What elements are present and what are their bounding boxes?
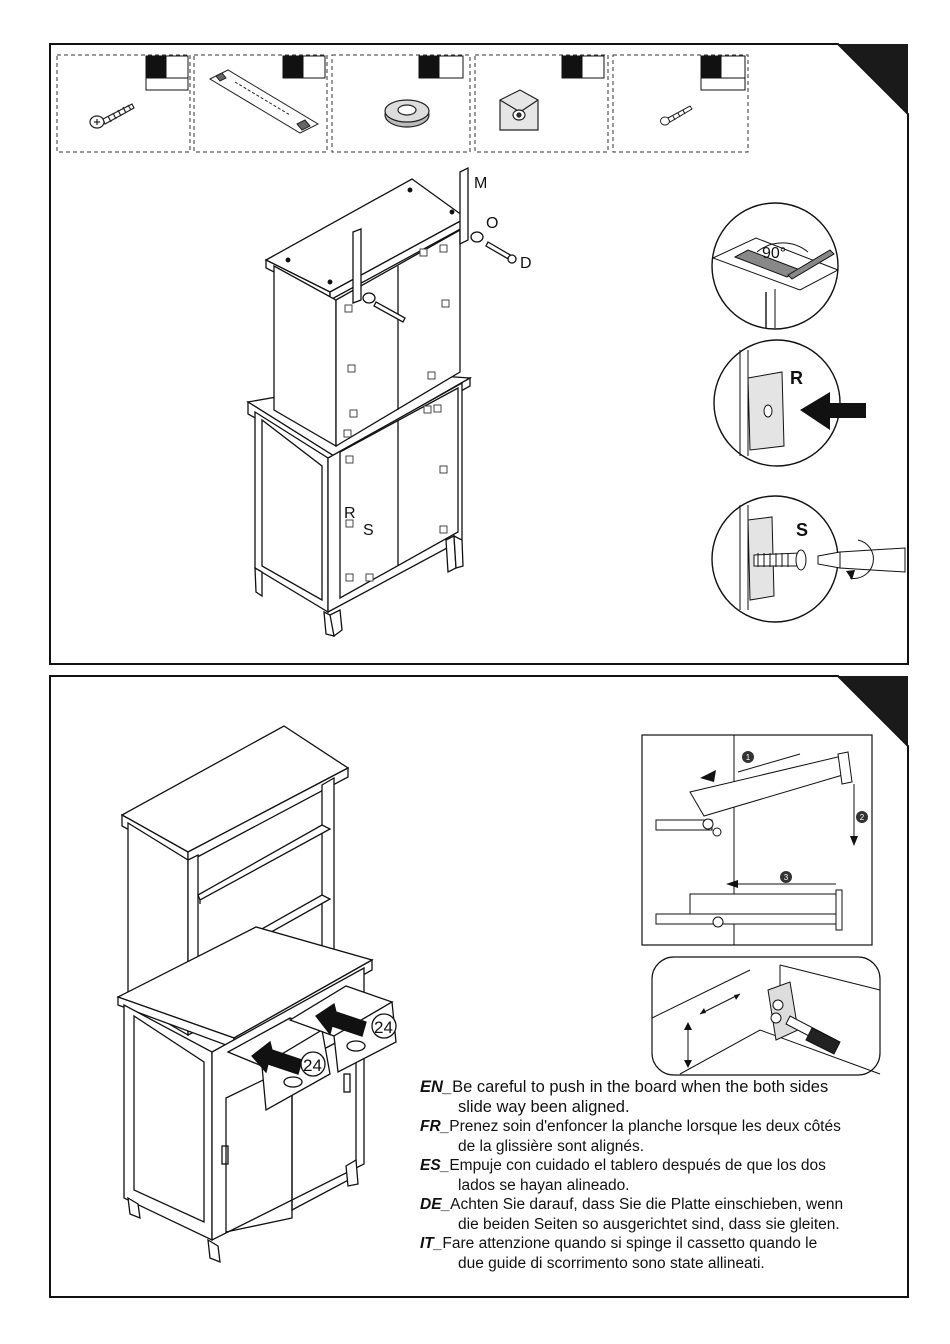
drawer-label-left: 24 [303,1056,322,1075]
washer-icon [384,99,430,128]
strap-icon [208,69,320,134]
callout-r: R [790,368,803,388]
detail-r-plate: R [713,339,866,467]
drawer-label-right: 24 [374,1018,393,1037]
small-screw-icon [660,105,693,126]
cabinet-assembly-illustration [246,166,517,638]
slide-step-2: 2 [860,813,865,822]
callout-rs-r: R [344,505,356,522]
detail-s-screw: S [711,495,906,623]
step-corner-badge [838,676,908,746]
assembled-cabinet-illustration [116,725,397,1264]
screw-icon [89,103,135,129]
anchor-plate-icon [499,89,539,131]
instructions-block: EN_Be careful to push in the board when … [420,1078,920,1273]
callout-d: D [520,255,532,272]
slide-step-1: 1 [746,753,751,762]
detail-90-degree: 90° [711,202,840,330]
drawer-slide-detail: 1 2 3 [641,734,873,946]
instruction-es: ES_Empuje con cuidado el tablero después… [420,1157,826,1194]
hardware-strip [56,54,749,153]
step1-panel: M O D R S 90° R [49,43,909,665]
callout-o: O [486,215,498,232]
callout-rs-s: S [363,522,374,539]
callout-m: M [474,175,487,192]
instruction-en: EN_Be careful to push in the board when … [420,1078,829,1116]
instruction-fr: FR_Prenez soin d'enfoncer la planche lor… [420,1118,841,1155]
hardware-count-boxes [145,55,746,91]
step-corner-badge [838,44,908,114]
step2-panel: 24 24 1 2 3 [49,675,909,1298]
slide-adjust-detail [651,956,881,1076]
instruction-de: DE_Achten Sie darauf, dass Sie die Platt… [420,1196,844,1233]
callout-s: S [796,520,808,540]
instruction-it: IT_Fare attenzione quando si spinge il c… [420,1235,818,1272]
slide-step-3: 3 [784,873,789,882]
angle-label: 90° [762,245,786,262]
